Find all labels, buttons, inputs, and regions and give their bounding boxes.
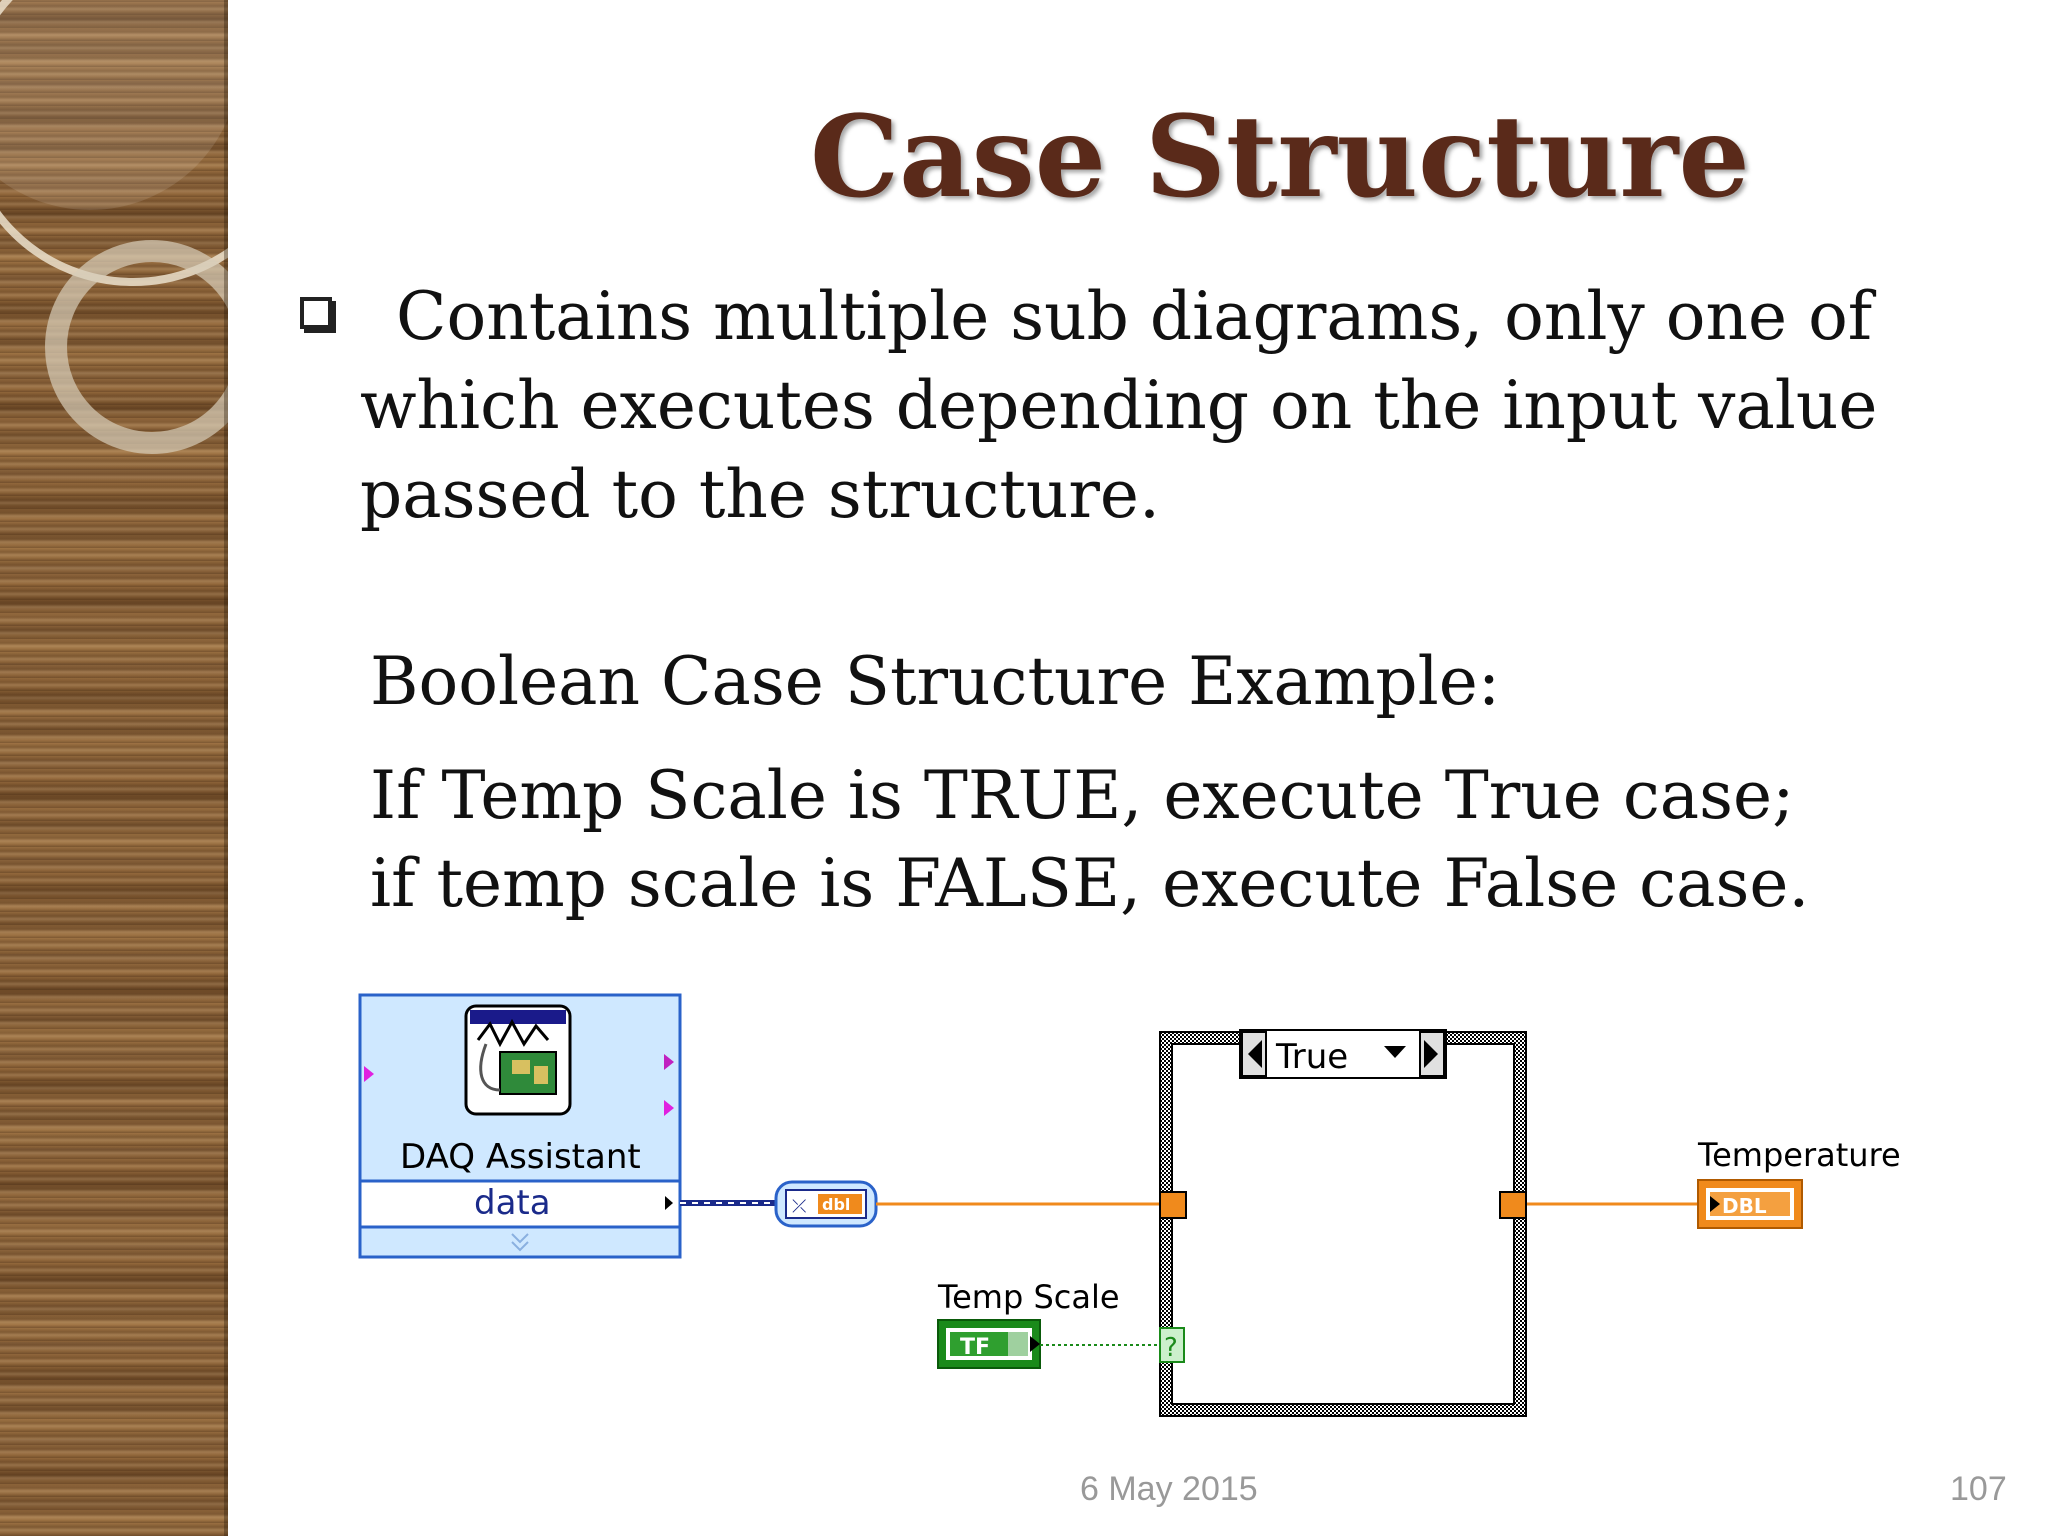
slide-title: Case Structure bbox=[810, 92, 1750, 223]
selector-terminal-label: ? bbox=[1164, 1333, 1178, 1363]
footer-date: 6 May 2015 bbox=[1080, 1470, 1258, 1508]
page-number: 107 bbox=[1950, 1470, 2007, 1508]
example-text: If Temp Scale is TRUE, execute True case… bbox=[370, 752, 1809, 928]
bullet-text: Contains multiple sub diagrams, only one… bbox=[360, 272, 1880, 539]
daq-assistant-node[interactable]: DAQ Assistant data bbox=[358, 993, 682, 1259]
case-prev-arrow-icon[interactable] bbox=[1248, 1040, 1262, 1068]
svg-text:⤫: ⤫ bbox=[792, 1196, 806, 1217]
case-selector-terminal[interactable] bbox=[1159, 1327, 1185, 1363]
wood-side-panel bbox=[0, 0, 228, 1536]
temperature-indicator[interactable]: Temperature DBL bbox=[1697, 1136, 1901, 1229]
daq-data-output-label: data bbox=[474, 1183, 551, 1223]
example-line-1: If Temp Scale is TRUE, execute True case… bbox=[370, 757, 1795, 834]
input-tunnel[interactable] bbox=[1159, 1191, 1187, 1219]
temp-scale-control[interactable]: Temp Scale TF bbox=[937, 1278, 1120, 1369]
convert-from-dynamic-data-node[interactable]: ⤫ dbl bbox=[774, 1180, 878, 1228]
bullet-text-content: Contains multiple sub diagrams, only one… bbox=[360, 278, 1878, 533]
case-next-arrow-icon[interactable] bbox=[1424, 1040, 1438, 1068]
output-tunnel[interactable] bbox=[1499, 1191, 1527, 1219]
daq-assistant-label: DAQ Assistant bbox=[400, 1137, 641, 1177]
temp-scale-label: Temp Scale bbox=[937, 1278, 1120, 1316]
example-line-2: if temp scale is FALSE, execute False ca… bbox=[370, 845, 1810, 922]
convert-dbl-label: dbl bbox=[822, 1195, 850, 1214]
decorative-ring-large bbox=[0, 0, 228, 286]
temp-scale-terminal-label: TF bbox=[960, 1335, 990, 1360]
temperature-label: Temperature bbox=[1697, 1136, 1901, 1174]
case-structure[interactable]: True ? bbox=[1159, 1029, 1527, 1417]
temperature-terminal-label: DBL bbox=[1722, 1194, 1767, 1218]
case-dropdown-icon[interactable] bbox=[1384, 1046, 1406, 1058]
case-selector-value: True bbox=[1275, 1037, 1348, 1077]
case-selector-label[interactable]: True bbox=[1239, 1029, 1447, 1079]
daq-input-terminal-icon bbox=[364, 1066, 374, 1082]
checkbox-bullet-icon bbox=[300, 297, 332, 329]
example-heading: Boolean Case Structure Example: bbox=[370, 643, 1501, 720]
daq-card-icon bbox=[464, 1004, 572, 1116]
